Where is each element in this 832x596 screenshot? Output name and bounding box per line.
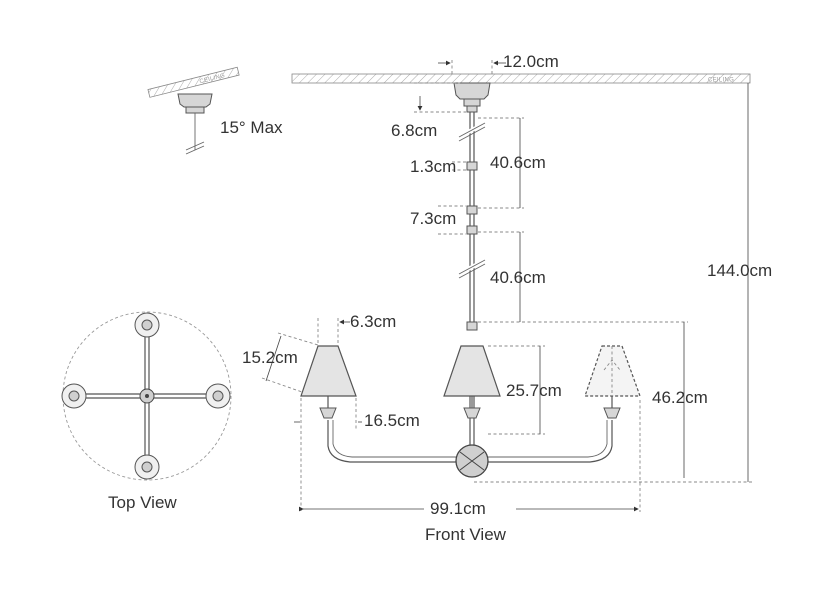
rod-coupler-4 <box>466 321 478 331</box>
top-view-shade-bottom <box>134 454 160 480</box>
right-shade-ghost <box>584 345 641 397</box>
dim-body-height: 46.2cm <box>652 388 708 407</box>
front-view-caption: Front View <box>425 525 507 544</box>
left-shade <box>300 345 357 397</box>
dim-shade-bottom: 16.5cm <box>364 411 420 430</box>
slope-label: 15° Max <box>220 118 283 137</box>
dim-rod-connector: 1.3cm <box>410 157 456 176</box>
ceiling: CEILING <box>291 73 751 84</box>
sloped-ceiling-bar <box>147 66 240 98</box>
canopy-nut <box>466 105 478 113</box>
top-view-caption: Top View <box>108 493 177 512</box>
center-candle-cup <box>463 407 481 419</box>
ceiling-bar <box>291 73 751 84</box>
sloped-rod-break-1 <box>185 141 205 151</box>
dim-arm-to-shade: 25.7cm <box>506 381 562 400</box>
canopy <box>453 82 491 100</box>
top-view-shade-left <box>61 383 87 409</box>
top-view-outline <box>62 311 232 481</box>
sloped-rod-break-2 <box>185 145 205 155</box>
canopy-and-rod <box>453 82 491 331</box>
dim-rod-lower: 40.6cm <box>490 268 546 287</box>
ceiling-label: CEILING <box>708 78 734 84</box>
sloped-ceiling-detail: CEILING 15° Max <box>147 66 283 155</box>
center-shade <box>443 345 501 397</box>
top-view <box>61 311 232 481</box>
dim-rod-gap: 7.3cm <box>410 209 456 228</box>
dim-shade-top: 6.3cm <box>350 312 396 331</box>
rod-coupler-1 <box>466 161 478 171</box>
chandelier-front-view <box>300 345 641 478</box>
dim-canopy-width: 12.0cm <box>503 52 559 71</box>
right-candle-cup <box>603 407 621 419</box>
top-view-shade-right <box>205 383 231 409</box>
top-view-shade-top <box>134 312 160 338</box>
sloped-canopy-collar <box>185 106 205 114</box>
dim-canopy-height: 6.8cm <box>391 121 437 140</box>
dim-overall-height: 144.0cm <box>707 261 772 280</box>
rod-coupler-3 <box>466 225 478 235</box>
dim-rod-upper: 40.6cm <box>490 153 546 172</box>
left-candle-cup <box>319 407 337 419</box>
canopy-collar <box>463 98 481 107</box>
dimension-lines: 12.0cm 6.8cm 1.3cm 40.6cm 7.3cm 40.6cm 1… <box>242 52 772 518</box>
rod-coupler-2 <box>466 205 478 215</box>
dim-overall-width: 99.1cm <box>430 499 486 518</box>
sloped-canopy <box>177 93 213 108</box>
dim-shade-height: 15.2cm <box>242 348 298 367</box>
